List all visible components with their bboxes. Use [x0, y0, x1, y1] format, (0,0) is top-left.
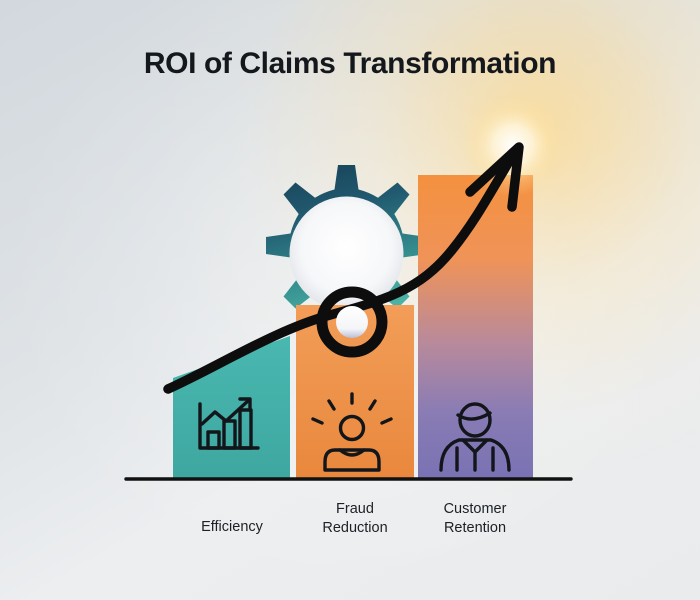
growth-curve: [163, 147, 520, 394]
bar-chart-growth-icon: [198, 397, 260, 450]
customer-person-icon: [439, 402, 511, 472]
arrow-head-icon: [465, 142, 524, 212]
growth-curve-arrow: [163, 142, 524, 394]
gear-hub: [289, 196, 404, 311]
page-title: ROI of Claims Transformation: [143, 47, 557, 80]
curve-node-marker: [316, 286, 388, 358]
category-label-efficiency: Efficiency: [201, 519, 263, 535]
category-label-customer-retention: Customer Retention: [443, 501, 507, 536]
insight-person-icon: [311, 392, 393, 472]
category-label-fraud-reduction: Fraud Reduction: [322, 501, 388, 536]
gear-icon: [266, 165, 427, 326]
category-label-group: Efficiency Fraud Reduction Customer Rete…: [0, 500, 700, 570]
